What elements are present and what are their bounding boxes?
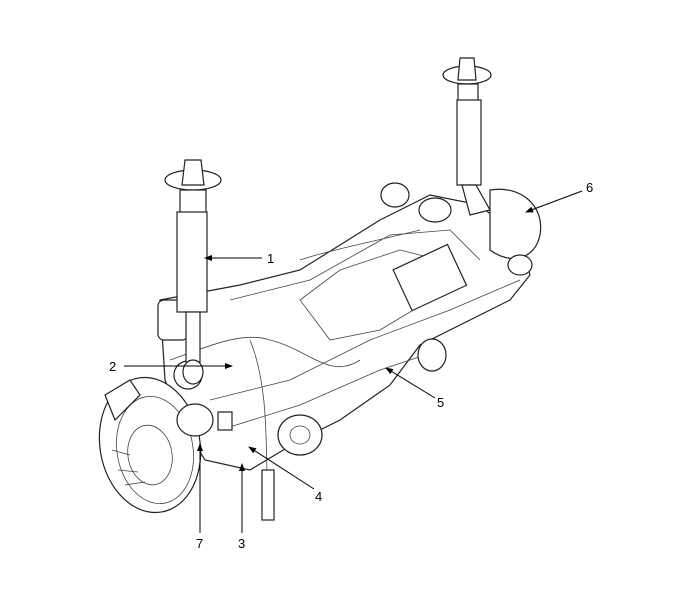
leader-4 bbox=[248, 446, 315, 490]
leader-lines bbox=[124, 190, 583, 533]
callout-6: 6 bbox=[586, 180, 593, 195]
leader-5 bbox=[385, 367, 436, 399]
right-knuckle bbox=[489, 188, 542, 276]
leader-6 bbox=[525, 190, 583, 213]
right-shock-absorber bbox=[442, 57, 492, 216]
callout-labels: 1 2 3 4 5 6 7 bbox=[109, 180, 593, 551]
left-shock-absorber bbox=[164, 159, 222, 385]
callout-7: 7 bbox=[196, 536, 203, 551]
callout-1: 1 bbox=[267, 251, 274, 266]
callout-2: 2 bbox=[109, 359, 116, 374]
subframe-illustration bbox=[157, 182, 531, 521]
callout-4: 4 bbox=[315, 489, 322, 504]
brake-disc-hub bbox=[98, 376, 214, 514]
callout-5: 5 bbox=[437, 395, 444, 410]
callout-3: 3 bbox=[238, 536, 245, 551]
